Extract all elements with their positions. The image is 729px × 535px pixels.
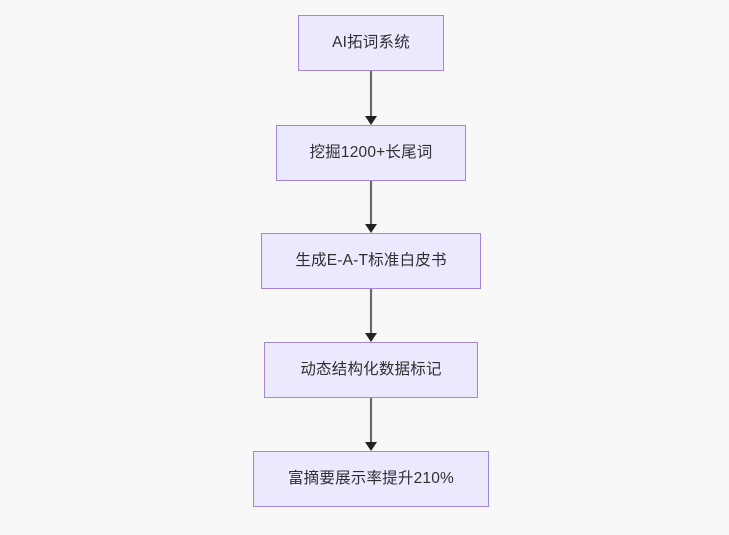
flow-node-generate-eat-whitepaper[interactable]: 生成E-A-T标准白皮书 xyxy=(261,233,481,289)
connector-arrow-3 xyxy=(365,289,377,342)
flow-node-label: 动态结构化数据标记 xyxy=(300,360,442,378)
flow-node-label: 生成E-A-T标准白皮书 xyxy=(295,251,447,269)
flow-node-dynamic-structured-data-markup[interactable]: 动态结构化数据标记 xyxy=(264,342,478,398)
connector-arrow-1 xyxy=(365,71,377,125)
flow-node-ai-keyword-system[interactable]: AI拓词系统 xyxy=(298,15,444,71)
connector-arrow-2 xyxy=(365,181,377,233)
flow-node-mine-longtail-keywords[interactable]: 挖掘1200+长尾词 xyxy=(276,125,466,181)
flow-node-label: 富摘要展示率提升210% xyxy=(287,469,455,487)
flow-node-label: AI拓词系统 xyxy=(332,33,410,51)
flow-node-label: 挖掘1200+长尾词 xyxy=(309,143,433,161)
connector-arrow-4 xyxy=(365,398,377,451)
flow-node-rich-snippet-impression-uplift[interactable]: 富摘要展示率提升210% xyxy=(253,451,489,507)
